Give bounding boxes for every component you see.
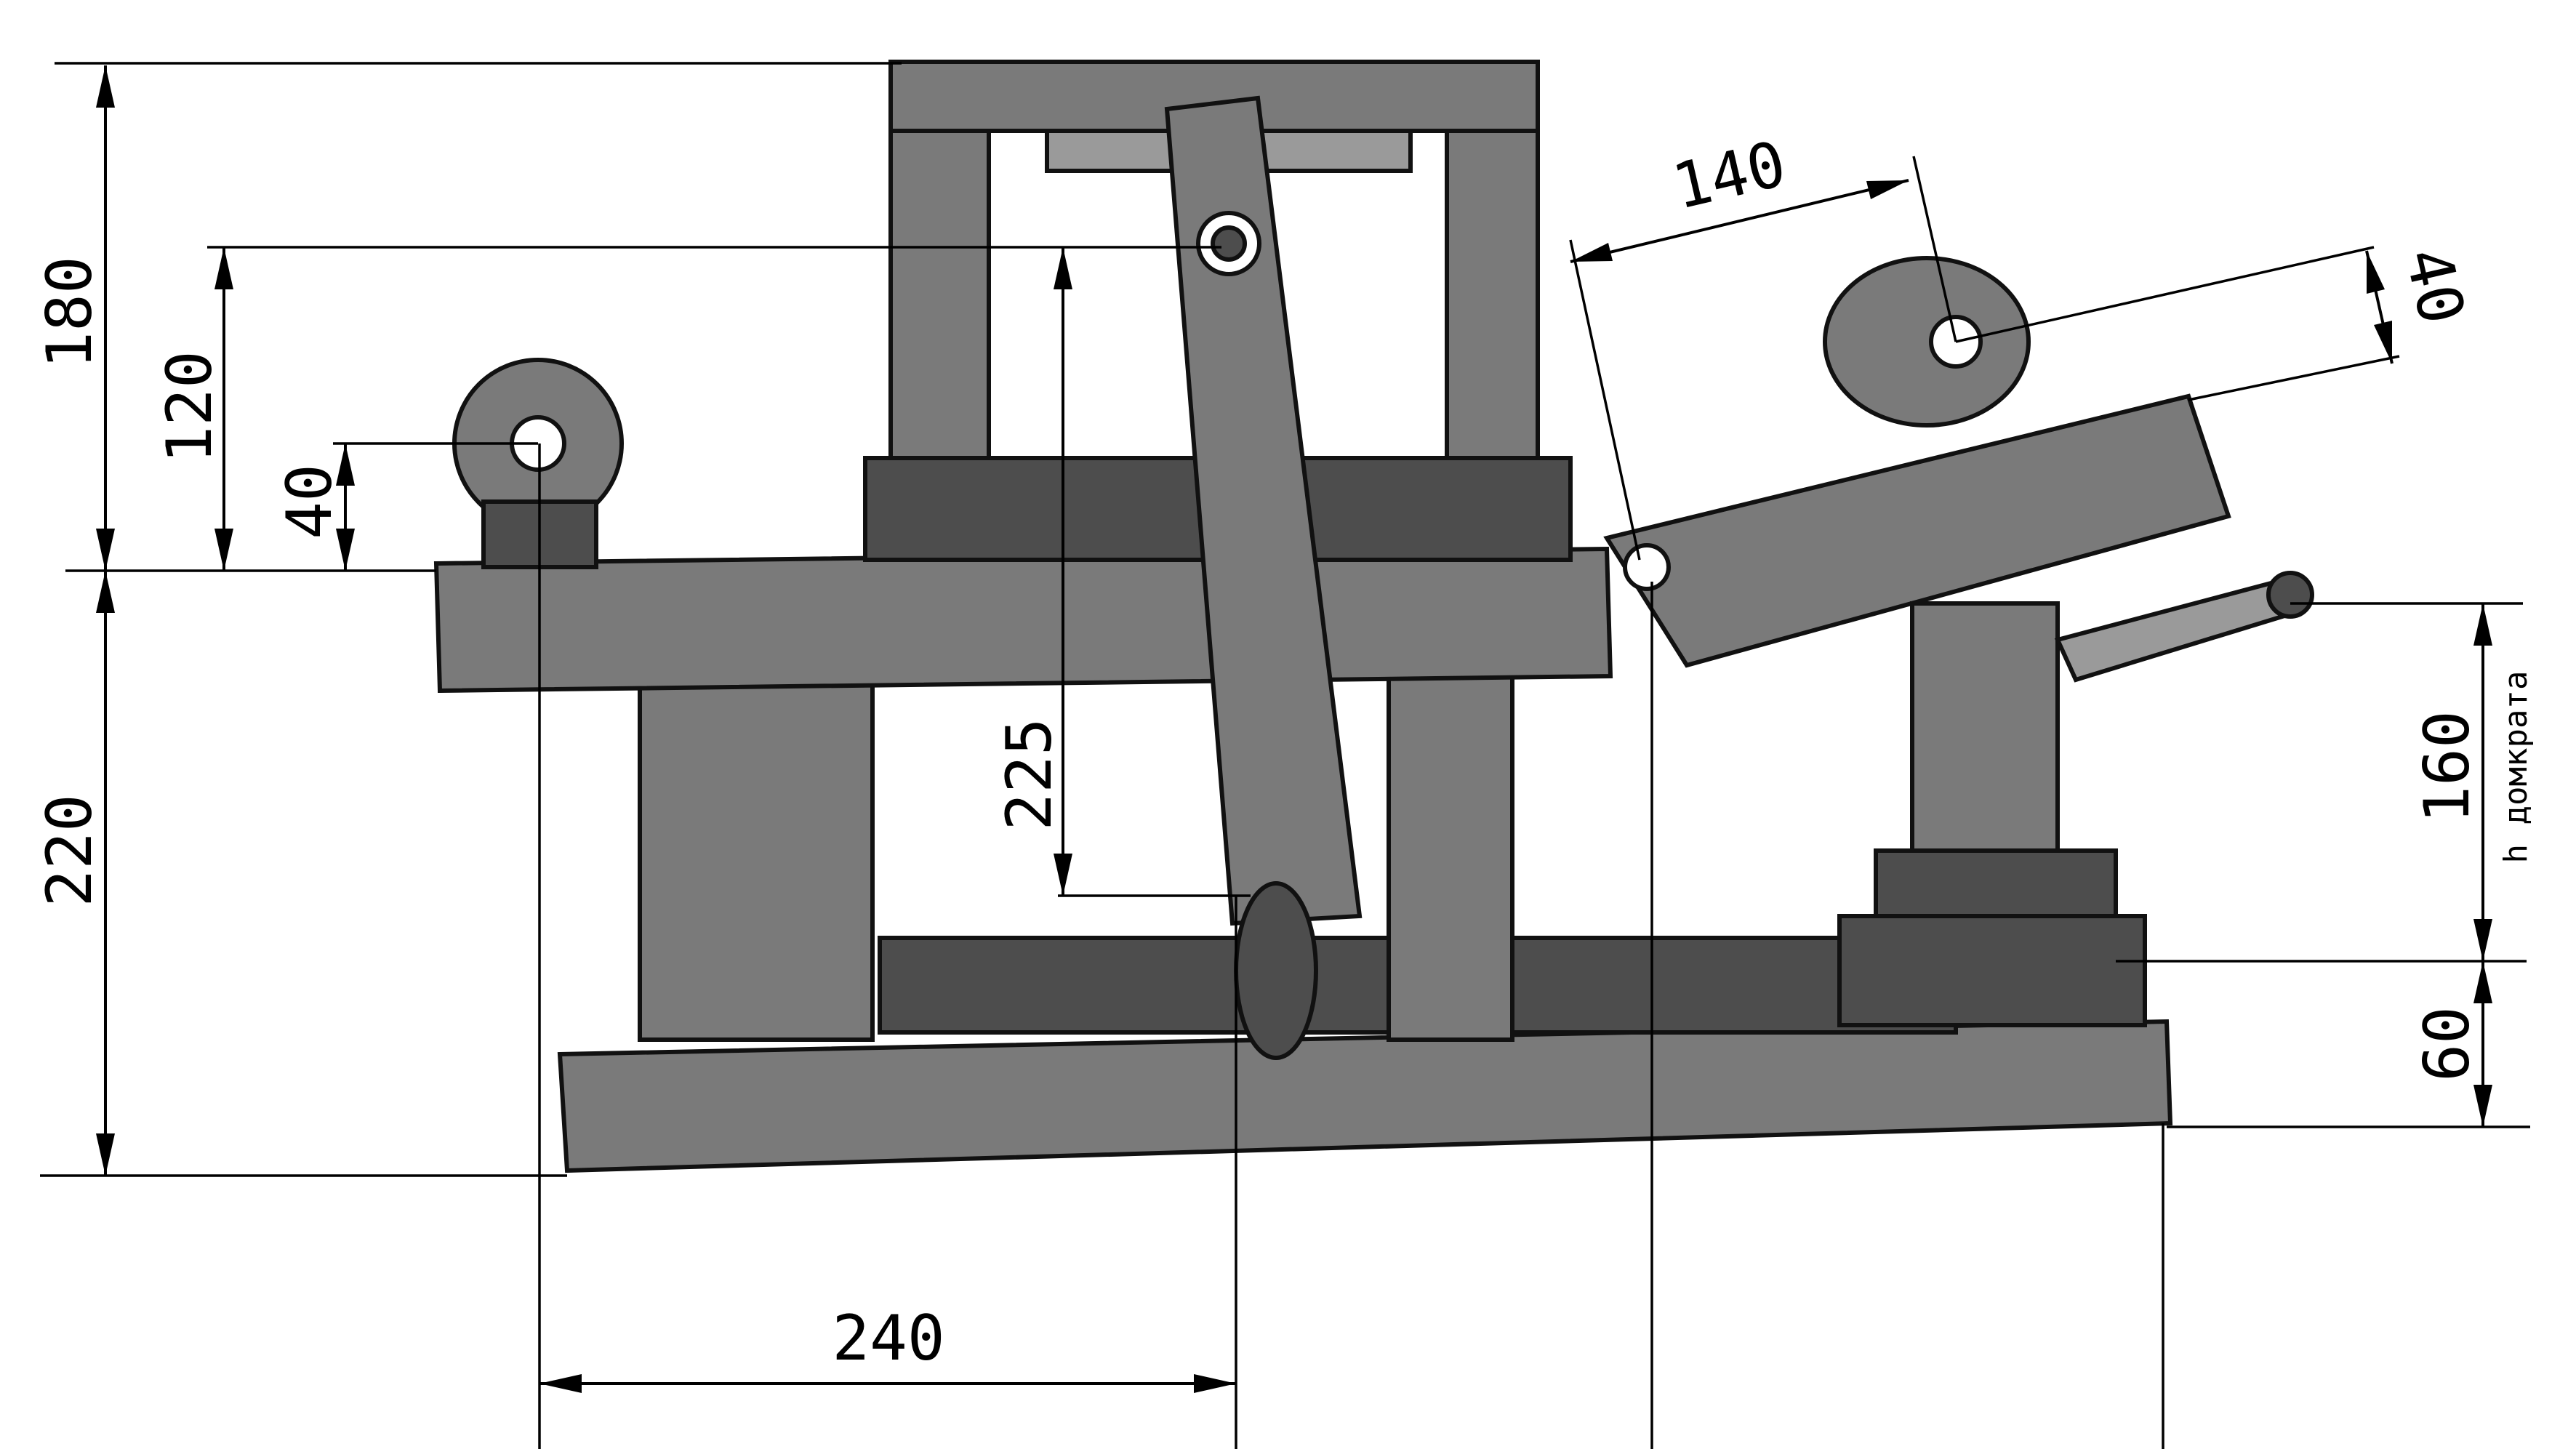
ext-tilt-arm: [2188, 355, 2400, 401]
upper-frame-left-post: [888, 63, 991, 504]
label-160: 160: [2411, 710, 2484, 823]
arrow-220-top: [96, 571, 115, 613]
arrow-225-top: [1054, 247, 1072, 289]
arrow-160-bottom: [2473, 919, 2492, 961]
lever-arm: [1164, 95, 1363, 926]
jack-handle-tip: [2266, 571, 2314, 619]
label-225: 225: [993, 718, 1066, 830]
ext-tilt-right: [1912, 156, 1957, 342]
dimension-lines: [40, 62, 2530, 1449]
dimension-labels: 180 120 40 220 225 240 140 40 160 h домк…: [33, 128, 2535, 1375]
arrow-140-left: [1570, 243, 1613, 262]
arrow-120-top: [214, 247, 233, 289]
right-roller: [1823, 256, 2031, 428]
label-60: 60: [2411, 1006, 2484, 1082]
label-120: 120: [153, 350, 226, 463]
arrow-120-bottom: [214, 529, 233, 571]
ext-tilt-left: [1569, 239, 1641, 561]
arrow-220-bottom: [96, 1133, 115, 1176]
base-frame: [557, 1019, 2173, 1173]
arrow-40-right-bottom: [2374, 321, 2392, 364]
tilted-arm: [1603, 393, 2231, 668]
lever-handle: [1234, 881, 1318, 1060]
lever-pivot-nut: [1211, 225, 1247, 262]
jack-plate: [1837, 914, 2147, 1027]
label-jack: h домкрата: [2497, 671, 2535, 864]
arrow-160-top: [2473, 603, 2492, 646]
jack-handle: [2054, 575, 2304, 683]
label-220: 220: [33, 794, 106, 907]
dim-line-140: [1570, 179, 1909, 263]
arrow-225-bottom: [1054, 854, 1072, 896]
jack-body: [1910, 601, 2060, 867]
label-40-left: 40: [273, 464, 346, 539]
tilted-arm-pivot: [1623, 543, 1671, 591]
label-180: 180: [33, 256, 106, 369]
arrow-240-left: [539, 1374, 582, 1393]
ext-tilt-roller: [1955, 246, 2375, 343]
arrow-60-top: [2473, 961, 2492, 1003]
label-240: 240: [832, 1302, 944, 1375]
arrow-40-right-top: [2367, 251, 2385, 294]
arrow-180-top: [96, 65, 115, 108]
table-top: [433, 546, 1613, 694]
left-leg: [638, 674, 875, 1042]
label-140: 140: [1666, 128, 1793, 224]
arrow-240-right: [1194, 1374, 1236, 1393]
arrow-140-right: [1866, 180, 1909, 199]
machine-illustration: [433, 60, 2314, 1173]
arrow-60-bottom: [2473, 1085, 2492, 1127]
right-leg: [1387, 674, 1514, 1042]
arrow-180-bottom: [96, 529, 115, 571]
arrow-40-left-bottom: [336, 529, 355, 571]
label-40-right: 40: [2391, 241, 2479, 331]
arrow-40-left-top: [336, 443, 355, 486]
